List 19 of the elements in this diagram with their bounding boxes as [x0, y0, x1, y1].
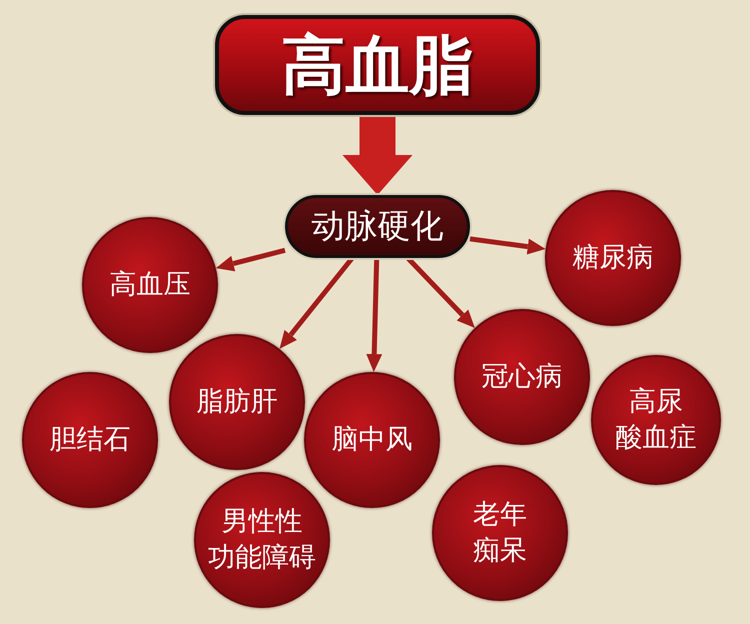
disease-circle — [304, 372, 440, 508]
label-text: 脑中风 — [332, 423, 412, 457]
label-text: 老年痴呆 — [473, 498, 527, 568]
label-text: 高尿酸血症 — [616, 385, 696, 455]
label-text: 高血压 — [110, 268, 190, 302]
arrow — [366, 258, 382, 372]
label-text: 冠心病 — [482, 360, 562, 394]
label-text: 高血脂 — [282, 28, 474, 104]
cause-pill — [285, 195, 470, 258]
label-text: 脂肪肝 — [196, 385, 278, 419]
arrow — [216, 248, 286, 272]
label-text: 胆结石 — [50, 423, 130, 457]
label-text: 动脉硬化 — [312, 205, 444, 247]
arrow — [342, 115, 412, 195]
arrow — [470, 236, 546, 255]
label-text: 男性性功能障碍 — [208, 505, 316, 575]
label-text: 糖尿病 — [572, 241, 654, 275]
disease-circle — [169, 334, 305, 470]
title-box — [215, 15, 540, 115]
